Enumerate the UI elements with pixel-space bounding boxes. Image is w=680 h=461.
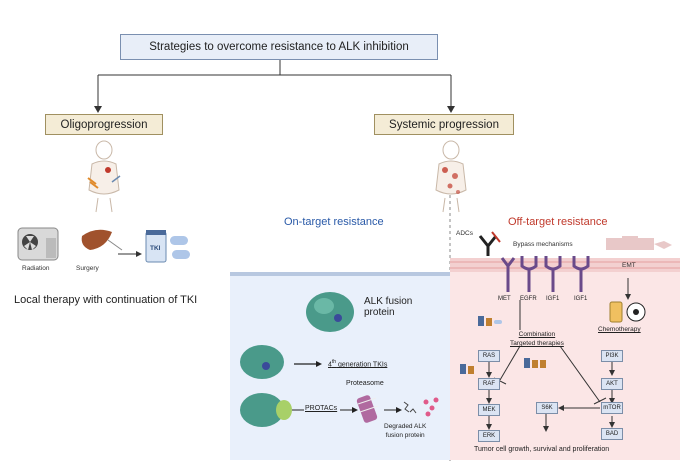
tki-pill-label: TKI — [150, 245, 161, 252]
arrow-icon — [118, 251, 142, 257]
radiation-icon — [17, 227, 59, 261]
proteasome-label: Proteasome — [346, 380, 384, 387]
tki-bottle-icon — [145, 230, 167, 263]
chemotherapy-vial-icon — [609, 301, 623, 323]
combination-label-line1: Combination — [518, 331, 556, 338]
alk-fusion-label-line1: ALK fusion — [364, 296, 413, 307]
drug-icons-2 — [460, 364, 474, 374]
gen-tki-sup: th — [331, 359, 337, 365]
combination-label-line2: Targeted therapies — [510, 340, 564, 347]
pathway-node-mtor: mTOR — [601, 402, 623, 414]
degraded-label: Degraded ALK fusion protein — [384, 422, 426, 440]
root-title: Strategies to overcome resistance to ALK… — [149, 41, 409, 53]
proteasome-icon — [356, 395, 379, 423]
surgery-label: Surgery — [76, 265, 99, 272]
pathway-node-akt: AKT — [601, 378, 623, 390]
on-target-title: On-target resistance — [284, 216, 384, 228]
oligoprogression-label: Oligoprogression — [60, 118, 148, 131]
igf1-label-2: IGF1 — [574, 296, 588, 302]
protacs-label: PROTACs — [305, 405, 338, 412]
radiation-label: Radiation — [22, 265, 50, 272]
alk-fusion-label-line2: protein — [364, 307, 395, 318]
adcs-label: ADCs — [456, 230, 473, 237]
oligoprogression-box: Oligoprogression — [45, 114, 163, 135]
gen-tki-label: 4th generation TKIs — [328, 359, 387, 368]
alk-protein-protac-icon — [240, 393, 292, 427]
chemotherapy-label: Chemotherapy — [598, 326, 641, 333]
off-membrane — [450, 258, 680, 272]
gen-tki-number: 4 — [328, 361, 332, 369]
degraded-label-line1: Degraded ALK — [384, 423, 427, 430]
pathway-node-pi3k: PI3K — [601, 350, 623, 362]
egfr-label: EGFR — [520, 296, 537, 302]
alk-fusion-label: ALK fusion protein — [364, 296, 412, 318]
liver-icon — [81, 229, 123, 251]
pathway-node-bad: BAD — [601, 428, 623, 440]
on-membrane — [230, 272, 450, 276]
met-receptor-icon — [500, 257, 516, 292]
emt-label: EMT — [622, 262, 636, 269]
met-label: MET — [498, 296, 511, 302]
alk-fusion-protein-icon — [306, 292, 354, 332]
igf1-receptor-icon-2 — [572, 256, 590, 292]
root-title-box: Strategies to overcome resistance to ALK… — [120, 34, 438, 60]
emt-cells-icon — [606, 236, 672, 250]
adc-antibody-icon — [478, 231, 501, 256]
drug-icons-3 — [524, 358, 546, 368]
pill-icon — [170, 236, 190, 259]
drug-icons-1 — [478, 316, 502, 326]
biohazard-icon — [626, 302, 646, 322]
body-figure-left-icon — [87, 140, 121, 213]
pathway-node-mek: MEK — [478, 404, 500, 416]
pathway-node-raf: RAF — [478, 378, 500, 390]
pathway-node-ras: RAS — [478, 350, 500, 362]
alk-protein-tki-icon — [240, 345, 284, 379]
pathway-node-erk: ERK — [478, 430, 500, 442]
degraded-label-line2: fusion protein — [385, 432, 425, 439]
off-target-title: Off-target resistance — [508, 216, 608, 228]
systemic-progression-label: Systemic progression — [389, 118, 499, 131]
igf1-receptor-icon-1 — [544, 256, 562, 292]
bypass-label: Bypass mechanisms — [513, 241, 573, 248]
local-therapy-caption: Local therapy with continuation of TKI — [14, 294, 198, 306]
gen-tki-rest: generation TKIs — [336, 361, 388, 369]
systemic-progression-box: Systemic progression — [374, 114, 514, 135]
body-figure-right-icon — [435, 140, 467, 213]
pathway-node-s6k: S6K — [536, 402, 558, 414]
combination-label: Combination Targeted therapies — [510, 330, 564, 348]
outcome-label: Tumor cell growth, survival and prolifer… — [474, 446, 610, 453]
degraded-fragments-icon — [403, 397, 439, 417]
igf1-label-1: IGF1 — [546, 296, 560, 302]
egfr-receptor-icon — [520, 256, 538, 292]
